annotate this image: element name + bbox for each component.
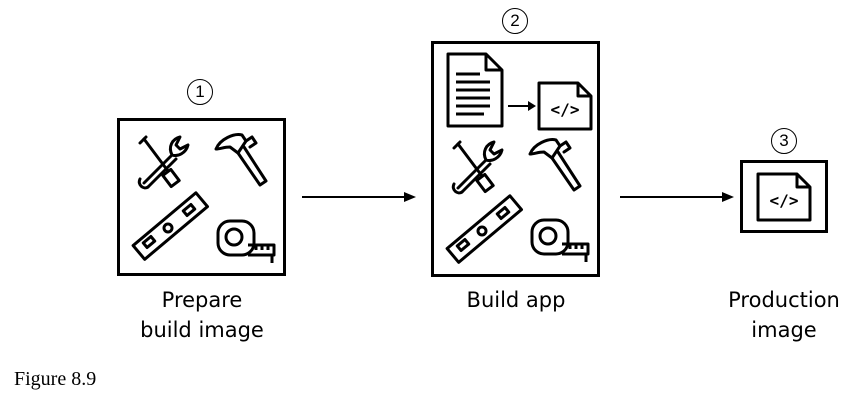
step-3-label-line1: Production [728, 288, 840, 312]
code-glyph: </> [769, 191, 799, 210]
code-glyph: </> [550, 100, 580, 119]
step-1-label-line1: Prepare [161, 288, 243, 312]
small-arrow-icon [508, 101, 536, 111]
step-3-label-line2: image [751, 318, 817, 342]
build-app-box: </> [431, 41, 600, 277]
tape-measure-icon [216, 219, 276, 263]
arrow-1 [302, 192, 416, 202]
hammer-icon [214, 133, 268, 187]
step-number-1: 1 [187, 79, 213, 105]
step-number-2: 2 [502, 8, 528, 34]
document-icon [446, 52, 504, 128]
step-2-label-line1: Build app [466, 288, 566, 312]
spirit-level-icon [131, 191, 209, 261]
prepare-build-image-box [117, 118, 286, 276]
step-number-3: 3 [771, 128, 797, 154]
arrow-2 [620, 192, 734, 202]
code-file-icon [537, 81, 593, 131]
hammer-icon [528, 138, 582, 192]
production-image-box: </> [740, 160, 828, 233]
step-1-label-line2: build image [140, 318, 264, 342]
wrench-screwdriver-icon [137, 135, 190, 190]
wrench-screwdriver-icon [451, 140, 504, 195]
step-1-label: Prepare build image [110, 285, 294, 345]
code-file-icon [756, 172, 812, 222]
step-3-label: Production image [698, 285, 864, 345]
spirit-level-icon [445, 194, 523, 264]
tape-measure-icon [530, 218, 590, 262]
step-2-label: Build app [424, 285, 608, 315]
figure-caption: Figure 8.9 [14, 368, 97, 390]
